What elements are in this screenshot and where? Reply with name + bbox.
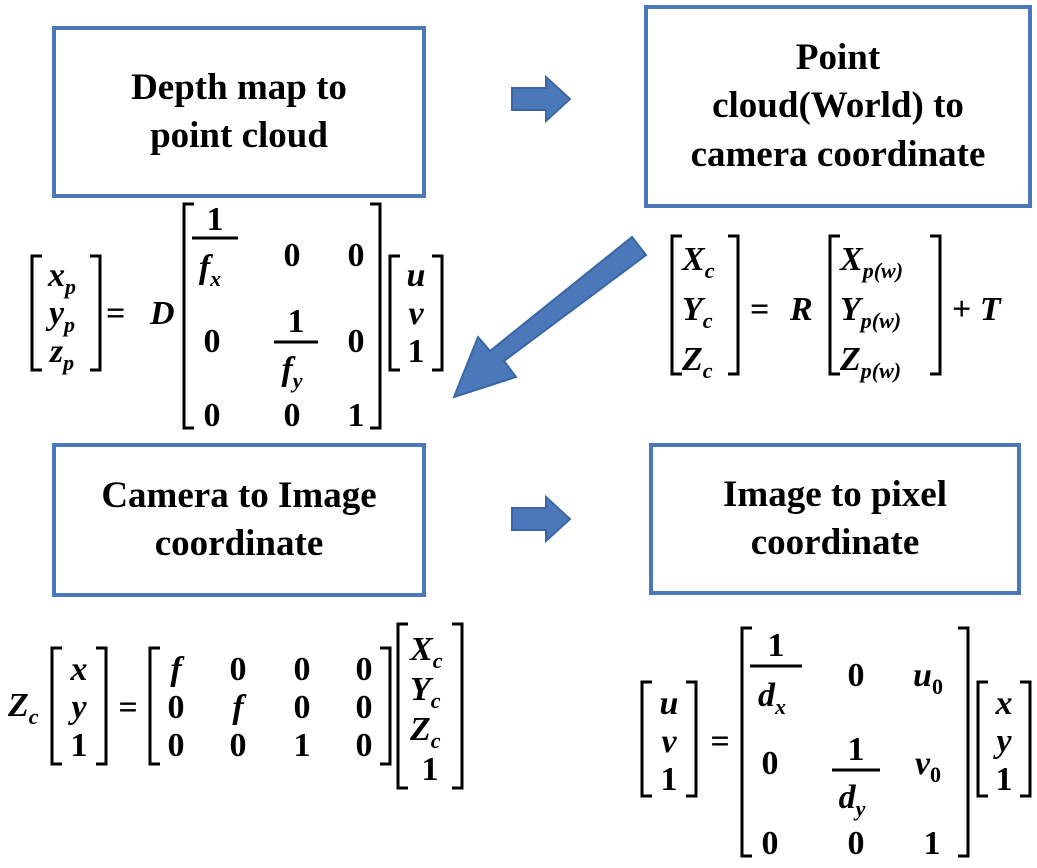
eq2-lhs-zc: Zc	[681, 341, 713, 383]
eq3-m33: 1	[294, 727, 311, 764]
eq3-m21: 0	[168, 689, 185, 726]
eq3-m31: 0	[168, 727, 185, 764]
equation-world-to-camera: Xc Yc Zc R Xp(w) Yp(w) Zp(w) = + T	[670, 234, 1002, 383]
eq1-m23: 0	[348, 323, 365, 360]
eq3-m22: f	[232, 689, 247, 726]
box-camera-to-image: Camera to Image coordinate	[52, 443, 426, 597]
eq4-m32: 0	[848, 825, 865, 862]
eq3-lhs-x: x	[70, 651, 88, 688]
box-depth-line2: point cloud	[150, 115, 328, 156]
box-depth-line1: Depth map to	[131, 66, 347, 108]
eq4-vec-y: y	[992, 723, 1012, 760]
right-arrow-icon-bottom	[511, 494, 572, 544]
eq1-m13: 0	[348, 237, 365, 274]
eq1-m11-den: fx	[199, 249, 221, 291]
eq4-m23: v0	[915, 745, 941, 787]
eq1-m31: 0	[204, 397, 221, 434]
eq1-m32: 0	[284, 397, 301, 434]
eq2-vec-zpw: Zp(w)	[839, 341, 901, 383]
box-point-cloud-to-camera: Point cloud(World) to camera coordinate	[644, 5, 1032, 208]
eq1-equals: =	[106, 295, 125, 332]
eq1-vec-v: v	[408, 295, 424, 332]
eq2-lhs-yc: Yc	[682, 291, 713, 333]
eq1-m12: 0	[284, 237, 301, 274]
eq1-m21: 0	[204, 323, 221, 360]
eq3-equals: =	[118, 689, 137, 726]
eq4-m22-den: dy	[839, 779, 866, 821]
eq4-m22-num: 1	[848, 731, 865, 768]
right-arrow-icon-top	[511, 74, 572, 124]
eq4-m21: 0	[762, 745, 779, 782]
eq4-vec-x: x	[995, 685, 1013, 722]
box-pc-line2: cloud(World) to	[712, 85, 964, 127]
eq3-vec-yc: Yc	[410, 671, 441, 713]
eq3-m32: 0	[230, 727, 247, 764]
eq1-m22-num: 1	[288, 303, 305, 340]
eq3-m14: 0	[356, 651, 373, 688]
eq3-m13: 0	[294, 651, 311, 688]
eq4-m31: 0	[762, 825, 779, 862]
eq2-equals: =	[750, 291, 769, 328]
eq3-lhs-1: 1	[71, 727, 88, 764]
box-pc-line1: Point	[795, 37, 881, 79]
eq3-m11: f	[170, 651, 185, 688]
box-ci-line2: coordinate	[154, 523, 324, 564]
eq3-m24: 0	[356, 689, 373, 726]
eq2-lhs-xc: Xc	[681, 241, 715, 283]
eq4-m11-den: dx	[758, 677, 786, 719]
box-ip-line1: Image to pixel	[722, 473, 948, 515]
eq3-vec-1: 1	[422, 751, 439, 788]
eq3-vec-zc: Zc	[409, 711, 441, 753]
eq4-m11-num: 1	[768, 627, 785, 664]
eq4-m33: 1	[924, 825, 941, 862]
eq3-prefix-zc: Zc	[7, 687, 39, 729]
eq2-plus-t: + T	[952, 291, 1002, 328]
eq1-vec-u: u	[407, 257, 426, 294]
eq1-scalar-d: D	[149, 295, 175, 332]
eq2-vec-xpw: Xp(w)	[839, 241, 903, 283]
eq1-lhs-yp: yp	[45, 295, 75, 337]
box-ip-line2: coordinate	[750, 522, 920, 563]
equation-camera-to-image: Zc x y 1 = f 0 0 0 0 f 0 0 0 0 1 0 Xc Yc…	[7, 622, 464, 790]
eq4-equals: =	[710, 723, 729, 760]
eq1-m33: 1	[348, 397, 365, 434]
eq3-vec-xc: Xc	[409, 631, 443, 673]
box-ci-line1: Camera to Image	[101, 474, 377, 516]
eq1-m22-den: fy	[281, 351, 302, 393]
box-depth-map-to-point-cloud: Depth map to point cloud	[52, 26, 426, 198]
diagonal-arrow-icon	[452, 235, 648, 399]
eq4-vec-1: 1	[996, 761, 1013, 798]
eq1-m11-num: 1	[207, 201, 224, 238]
equation-image-to-pixel: u v 1 = 1 dx 0 u0 0 1 dy v0 0 0 1 x y 1	[640, 626, 1032, 862]
eq1-lhs-zp: zp	[49, 333, 74, 375]
equation-depth-to-point-cloud: xp yp zp = D 1 fx 0 0 0 1 fy 0 0 0 1 u v…	[30, 201, 444, 434]
box-image-to-pixel: Image to pixel coordinate	[649, 443, 1021, 595]
eq2-scalar-r: R	[789, 291, 813, 328]
eq3-m34: 0	[356, 727, 373, 764]
eq4-lhs-v: v	[661, 723, 677, 760]
box-pc-line3: camera coordinate	[690, 133, 986, 175]
eq4-m12: 0	[848, 657, 865, 694]
eq4-lhs-1: 1	[661, 761, 678, 798]
eq4-lhs-u: u	[660, 685, 679, 722]
eq1-vec-1: 1	[408, 333, 425, 370]
eq3-m12: 0	[230, 651, 247, 688]
eq2-vec-ypw: Yp(w)	[840, 291, 901, 333]
eq1-lhs-xp: xp	[47, 257, 76, 299]
eq3-m23: 0	[294, 689, 311, 726]
eq3-lhs-y: y	[67, 689, 87, 726]
eq4-m13: u0	[913, 657, 943, 699]
